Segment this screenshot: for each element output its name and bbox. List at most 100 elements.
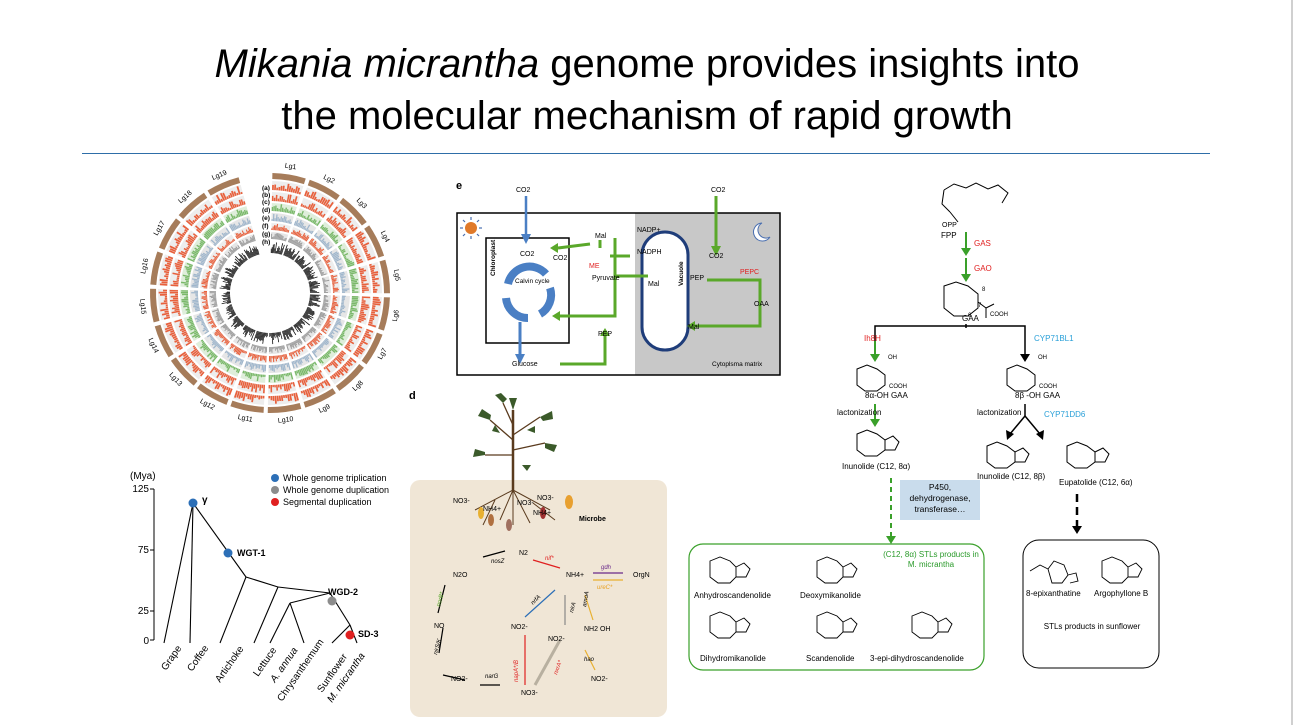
- circos-bar: [290, 232, 293, 234]
- circos-bar: [314, 372, 320, 380]
- circos-bar: [185, 219, 193, 227]
- circos-bar: [256, 395, 259, 398]
- circos-bar: [274, 218, 276, 222]
- circos-bar: [301, 262, 311, 270]
- circos-bar: [225, 227, 231, 234]
- circos-bar: [359, 314, 365, 318]
- circos-bar: [216, 370, 222, 379]
- circos-bar: [272, 213, 275, 222]
- track-letter-g: (g): [262, 231, 270, 238]
- circos-bar: [287, 362, 291, 371]
- circos-bar: [322, 305, 326, 308]
- circos-bar: [247, 230, 250, 234]
- circos-group-label: Lg9: [318, 403, 332, 414]
- circos-bar: [367, 323, 377, 328]
- circos-segment: [272, 173, 306, 185]
- circos-bar: [308, 280, 317, 284]
- circos-bar: [358, 268, 364, 271]
- circos-bar: [229, 304, 232, 306]
- circos-bar: [282, 198, 285, 203]
- circos-bar: [245, 229, 249, 235]
- circos-bar: [250, 383, 254, 392]
- circos-bar: [233, 346, 237, 351]
- circos-bar: [196, 314, 202, 318]
- circos-bar: [300, 347, 304, 352]
- circos-bar: [316, 263, 320, 267]
- circos-bar: [341, 291, 346, 293]
- circos-bar: [344, 257, 347, 260]
- slide-title: Mikania micrantha genome provides insigh…: [0, 38, 1294, 142]
- circos-bar: [351, 226, 358, 232]
- circos-bar: [221, 320, 224, 322]
- circos-bar: [322, 255, 326, 259]
- circos-bar: [169, 289, 179, 292]
- circos-bar: [193, 351, 200, 357]
- circos-bar: [333, 222, 338, 228]
- b-cooh: COOH: [1039, 384, 1057, 390]
- circos-bar: [238, 240, 243, 247]
- circos-bar: [212, 274, 219, 278]
- sf-product-2: Argophyllone B: [1094, 589, 1148, 598]
- circos-bar: [237, 244, 241, 249]
- circos-bar: [347, 341, 351, 345]
- circos-bar: [205, 231, 211, 238]
- circos-bar: [250, 344, 254, 349]
- circos-bar: [332, 282, 339, 284]
- circos-bar: [302, 378, 307, 387]
- circos-bar: [192, 275, 200, 278]
- circos-bar: [180, 325, 185, 329]
- circos-bar: [302, 316, 306, 320]
- circos-segment: [207, 177, 241, 196]
- circos-bar: [296, 359, 301, 365]
- label-no3: NO3-: [521, 690, 538, 697]
- circos-bar: [329, 233, 334, 238]
- circos-bar: [227, 239, 232, 245]
- circos-bar: [214, 257, 217, 261]
- circos-bar: [192, 364, 197, 369]
- circos-bar: [254, 383, 258, 393]
- circos-bar: [239, 339, 244, 346]
- circos-bar: [242, 324, 247, 330]
- circos-bar: [210, 296, 217, 299]
- circos-bar: [348, 241, 354, 246]
- circos-bar: [354, 255, 361, 259]
- circos-bar: [336, 263, 342, 267]
- circos-bar: [336, 370, 341, 376]
- circos-bar: [241, 233, 244, 237]
- circos-bar: [197, 247, 201, 251]
- circos-bar: [241, 223, 244, 227]
- circos-bar: [338, 314, 342, 317]
- circos-bar: [198, 271, 201, 274]
- circos-bar: [242, 370, 245, 374]
- circos-bar: [225, 292, 231, 294]
- circos-bar: [219, 359, 223, 363]
- soil-no3-1: NO3-: [453, 498, 470, 505]
- circos-bar: [231, 190, 235, 197]
- circos-bar: [330, 307, 336, 311]
- circos-bar: [360, 277, 366, 280]
- circos-bar: [235, 216, 238, 219]
- gene-nirsk: nirS/K: [433, 637, 443, 655]
- circos-bar: [268, 384, 271, 389]
- circos-bar: [161, 312, 170, 316]
- circos-bar: [340, 304, 345, 307]
- circos-bar: [219, 261, 225, 265]
- circos-bar: [291, 254, 297, 260]
- circos-bar: [361, 285, 367, 288]
- circos-bar: [337, 266, 343, 269]
- circos-bar: [214, 223, 220, 230]
- circos-bar: [208, 249, 212, 252]
- circos-bar: [259, 355, 261, 357]
- tree-legend: Whole genome triplication Whole genome d…: [271, 473, 389, 507]
- circos-bar: [164, 275, 169, 278]
- label-oaa: OAA: [754, 301, 769, 308]
- circos-bar: [277, 198, 280, 202]
- circos-bar: [337, 339, 341, 342]
- circos-bar: [208, 206, 212, 210]
- circos-bar: [304, 227, 307, 231]
- circos-bar: [222, 299, 231, 302]
- circos-bar: [306, 365, 311, 373]
- circos-bar: [207, 271, 211, 274]
- circos-segment: [335, 363, 364, 391]
- circos-bar: [327, 318, 330, 321]
